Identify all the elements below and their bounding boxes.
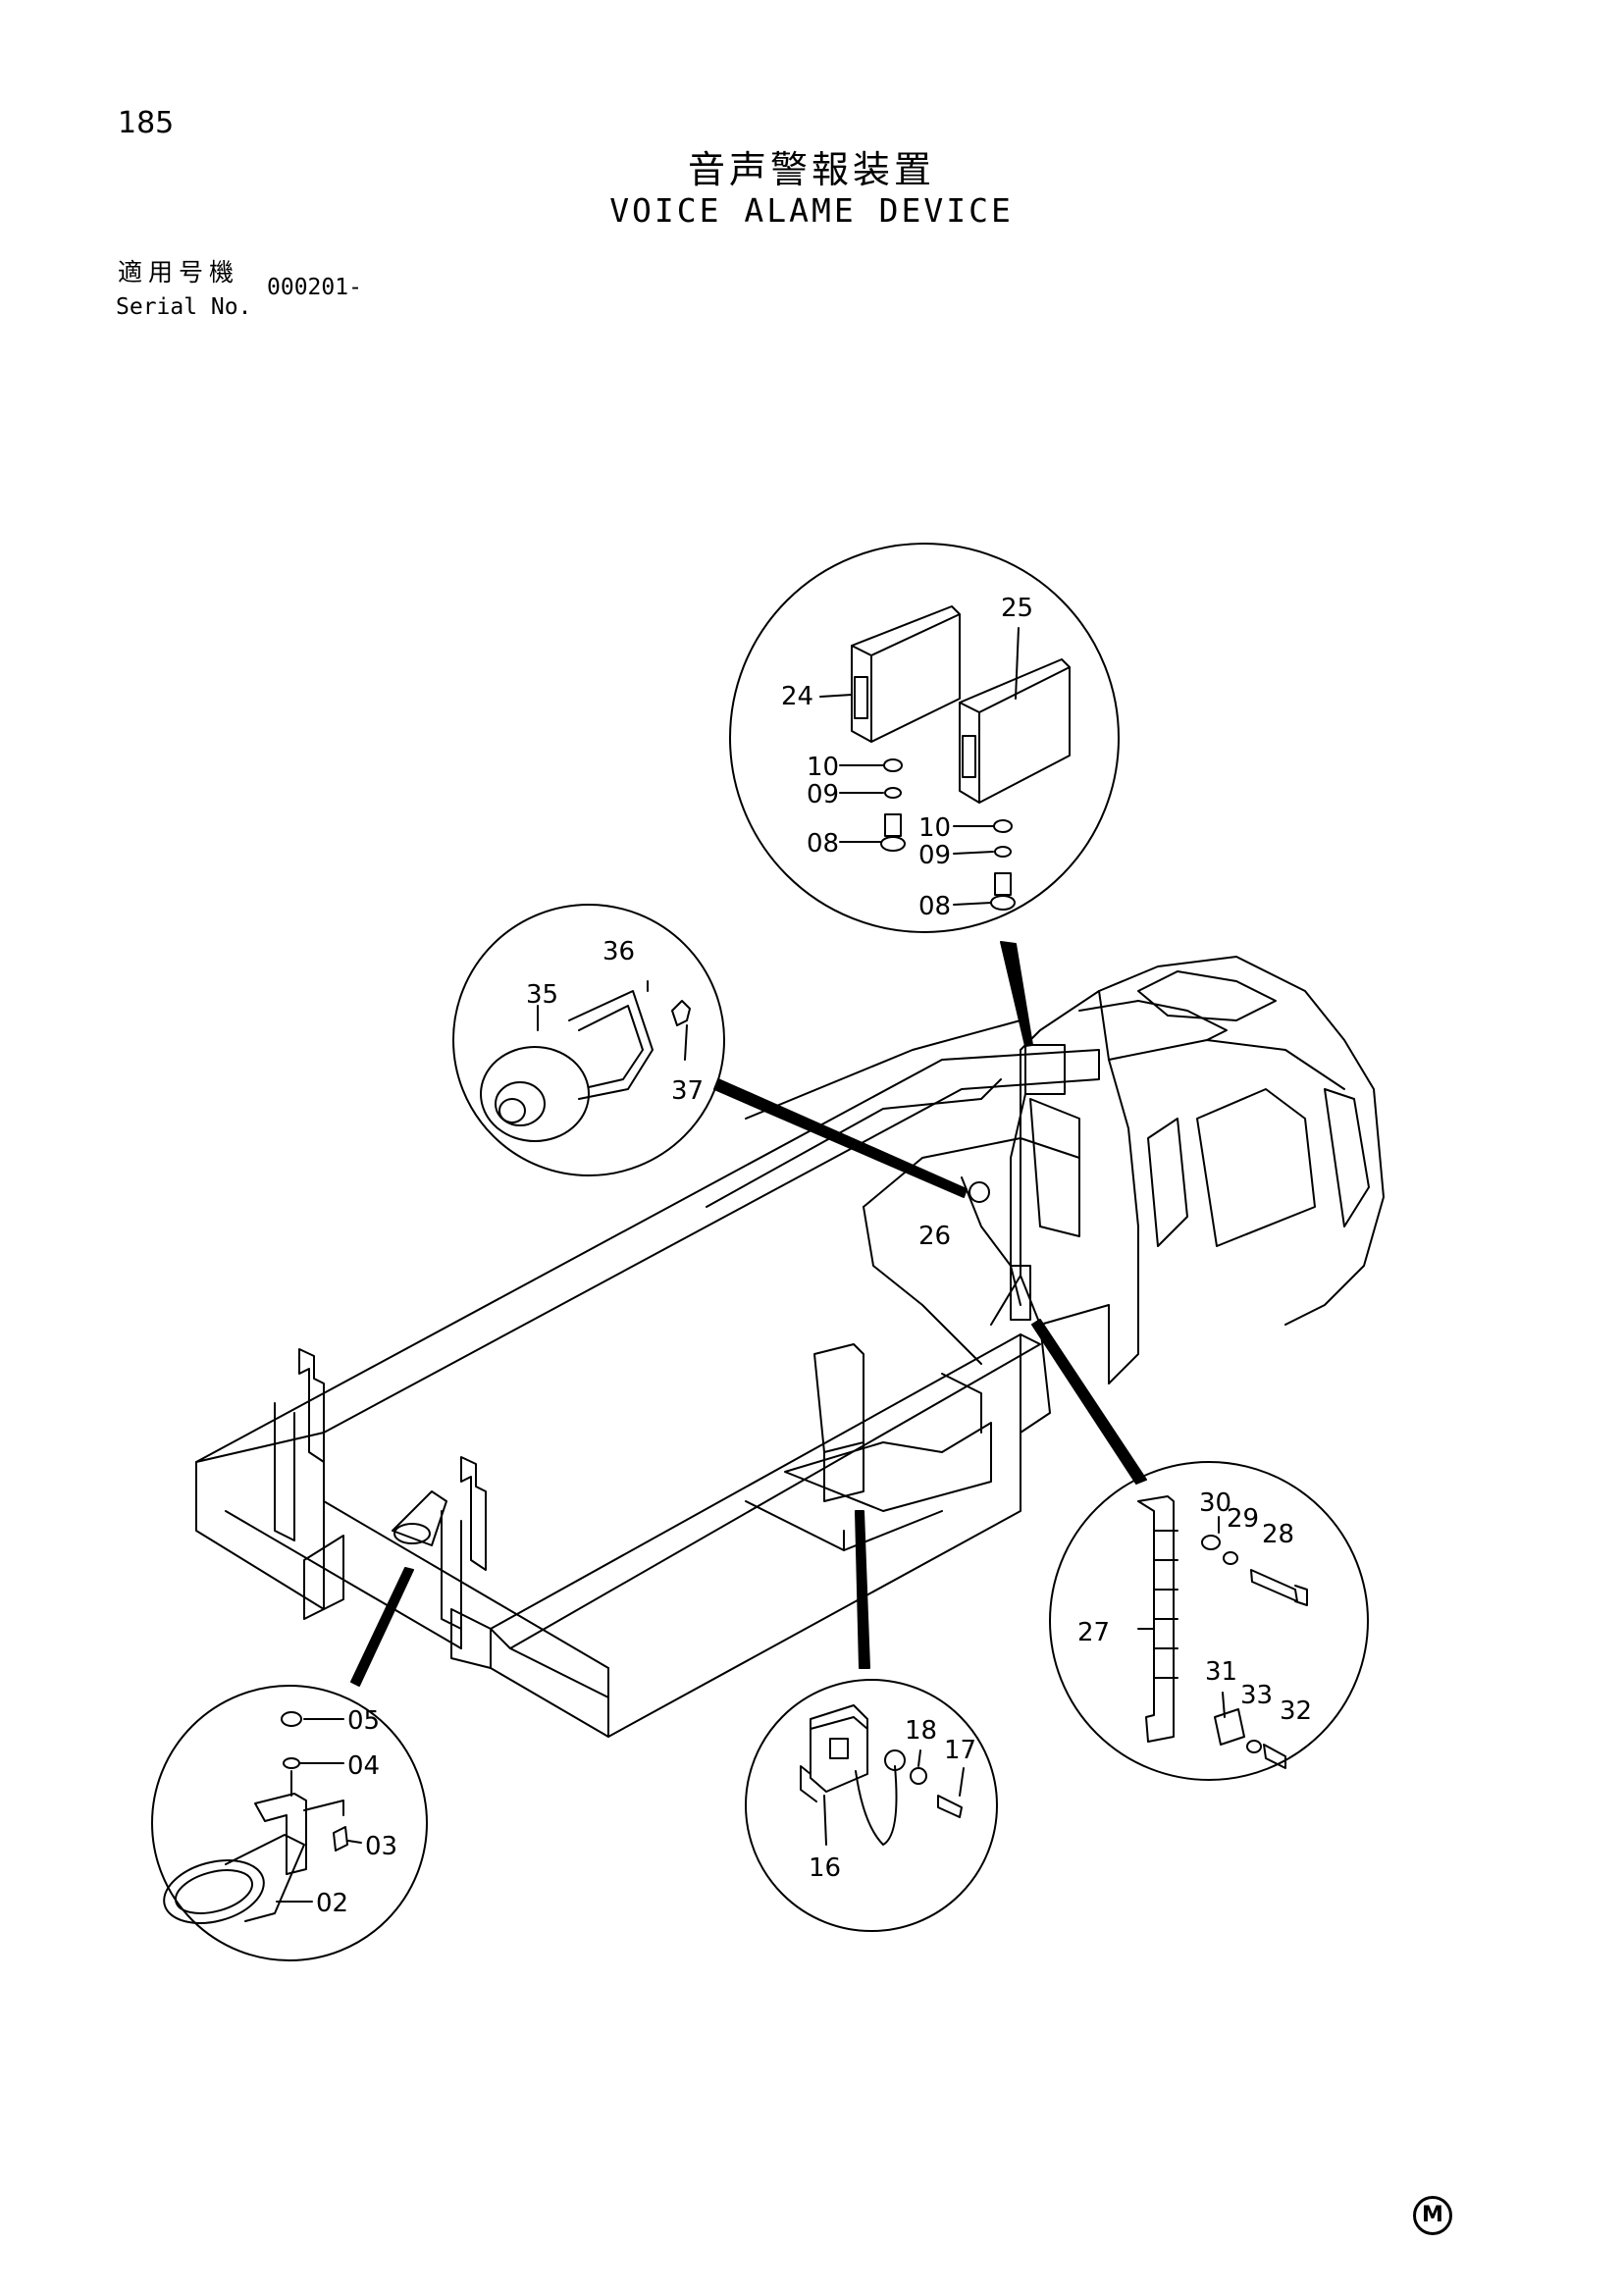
- detail-circle-controllers: [729, 543, 1120, 933]
- callout-labels: 25 24 10 09 08 10 09 08 36 35 37 26 30 2…: [316, 594, 1312, 1918]
- page-number: 185: [118, 106, 175, 140]
- callout-10-left: 10: [807, 753, 839, 782]
- callout-37: 37: [671, 1076, 704, 1106]
- detail-circle-bracket: [1049, 1461, 1369, 1781]
- callout-17: 17: [944, 1736, 976, 1765]
- callout-24: 24: [781, 682, 813, 711]
- callout-02: 02: [316, 1889, 348, 1918]
- excavator-upper-structure: [195, 956, 1385, 1738]
- callout-28: 28: [1262, 1520, 1294, 1549]
- page-title-english: VOICE ALAME DEVICE: [609, 191, 1014, 230]
- callout-31: 31: [1205, 1657, 1237, 1687]
- serial-label-english: Serial No.: [116, 294, 252, 320]
- serial-label-japanese: 適用号機: [118, 258, 240, 287]
- callout-26: 26: [918, 1222, 951, 1251]
- leader-lines: [350, 941, 1147, 1687]
- callout-09-right: 09: [918, 841, 951, 870]
- callout-03: 03: [365, 1832, 397, 1861]
- callout-04: 04: [347, 1751, 380, 1781]
- page-title-japanese: 音声警報装置: [687, 148, 935, 191]
- controller-on-machine: [1024, 1044, 1066, 1095]
- callout-32: 32: [1280, 1696, 1312, 1726]
- speaker-on-machine: [969, 1181, 990, 1203]
- callout-18: 18: [905, 1716, 937, 1746]
- detail-circle-relay: [745, 1679, 998, 1932]
- callout-08-right: 08: [918, 892, 951, 921]
- callout-27: 27: [1077, 1618, 1110, 1647]
- serial-number-range: 000201-: [267, 275, 362, 300]
- callout-29: 29: [1227, 1504, 1259, 1534]
- manufacturer-mark: M: [1413, 2196, 1452, 2235]
- callout-05: 05: [347, 1706, 380, 1736]
- detail-circle-horn: [151, 1685, 428, 1961]
- callout-35: 35: [526, 980, 558, 1010]
- callout-08-left: 08: [807, 829, 839, 859]
- horn-on-machine: [392, 1490, 447, 1546]
- callout-16: 16: [809, 1853, 841, 1883]
- callout-30: 30: [1199, 1488, 1231, 1518]
- callout-25: 25: [1001, 594, 1033, 623]
- callout-33: 33: [1240, 1681, 1273, 1710]
- harness-on-machine: [1010, 1093, 1026, 1306]
- callout-36: 36: [602, 937, 635, 966]
- callout-09-left: 09: [807, 780, 839, 809]
- detail-circle-speaker: [452, 904, 725, 1176]
- callout-10-right: 10: [918, 813, 951, 843]
